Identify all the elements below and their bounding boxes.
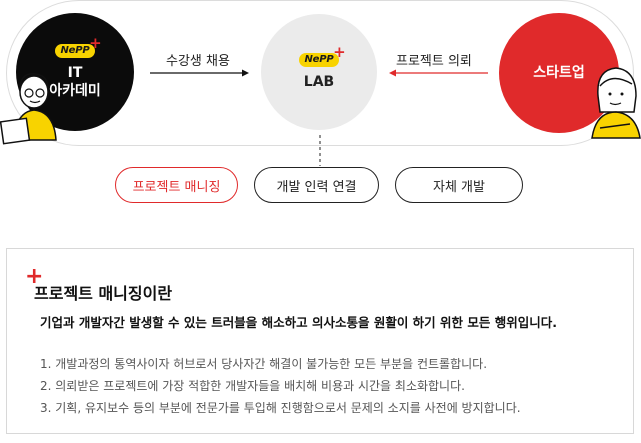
it-label-line1: IT: [67, 65, 83, 81]
plus-icon: +: [89, 34, 102, 52]
panel-title: 프로젝트 매니징이란: [34, 284, 173, 303]
nepp-logo: NePP+: [299, 45, 346, 67]
panel-subtitle: 기업과 개발자간 발생할 수 있는 트러블을 해소하고 의사소통을 원활이 하기…: [40, 315, 557, 330]
arrow-label-hire: 수강생 채용: [166, 54, 230, 69]
list-item: 3. 기획, 유지보수 등의 부분에 전문가를 투입해 진행함으로서 문제의 소…: [40, 401, 521, 415]
tab-project-managing[interactable]: 프로젝트 매니징: [115, 167, 238, 203]
tab-developer-matching[interactable]: 개발 인력 연결: [254, 167, 379, 203]
node-lab: NePP+ LAB: [261, 14, 377, 130]
diagram-frame: [6, 0, 634, 146]
panel-list: 1. 개발과정의 통역사이자 허브로서 당사자간 해결이 불가능한 모든 부분을…: [40, 353, 521, 419]
plus-icon: +: [333, 43, 346, 61]
startup-label: 스타트업: [533, 65, 585, 81]
description-panel: [6, 248, 634, 434]
arrow-request-head: [389, 69, 396, 77]
node-startup: 스타트업: [499, 13, 619, 133]
student-figure: [0, 73, 57, 145]
it-label-line2: 아카데미: [49, 83, 101, 99]
arrow-hire-head: [242, 69, 249, 77]
list-item: 2. 의뢰받은 프로젝트에 가장 적합한 개발자들을 배치해 비용과 시간을 최…: [40, 379, 465, 393]
arrow-label-request: 프로젝트 의뢰: [396, 54, 472, 69]
lab-label: LAB: [303, 74, 335, 90]
tab-in-house-development[interactable]: 자체 개발: [395, 167, 523, 203]
list-item: 1. 개발과정의 통역사이자 허브로서 당사자간 해결이 불가능한 모든 부분을…: [40, 357, 488, 371]
nepp-logo: NePP+: [55, 36, 102, 58]
woman-figure: [591, 67, 641, 139]
plus-icon: +: [25, 264, 44, 289]
